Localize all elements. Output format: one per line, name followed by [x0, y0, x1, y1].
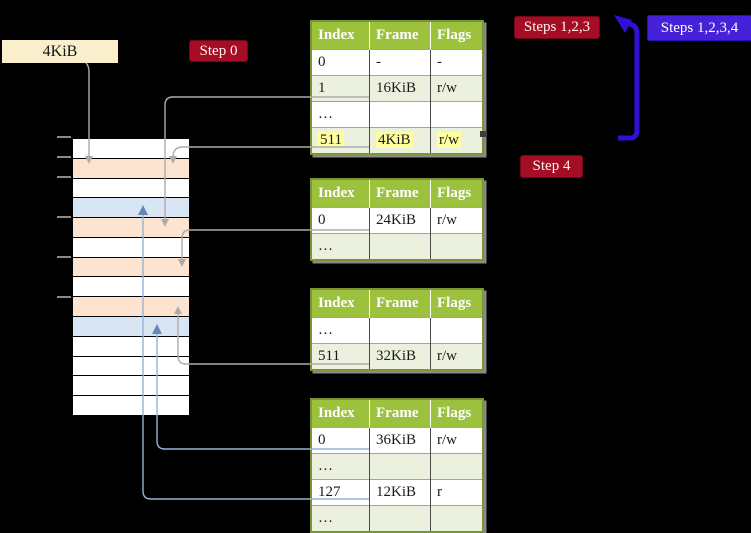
memory-row-9-mapped: [73, 317, 189, 337]
frame-size-label: 4KiB: [2, 40, 118, 63]
table-header-row: Index Frame Flags: [311, 21, 483, 50]
frame-cell: [369, 453, 431, 480]
table-row: …: [311, 317, 483, 344]
frame-cell: 32KiB: [369, 343, 431, 370]
table-row-highlighted: 511 4KiB r/w: [311, 127, 483, 154]
step0-badge: Step 0: [189, 40, 248, 62]
frame-cell: [369, 233, 431, 260]
highlight: r/w: [437, 132, 461, 148]
frame-cell: 36KiB: [369, 427, 431, 454]
table-row: 0 - -: [311, 49, 483, 76]
index-cell: …: [311, 233, 370, 260]
memory-row-4-pagetable: [73, 218, 189, 238]
frame-cell: [369, 505, 431, 532]
memory-row-0-free: [73, 139, 189, 159]
table-header-row: Index Frame Flags: [311, 179, 483, 208]
step4-badge: Step 4: [520, 155, 583, 178]
page-table-level-4: Index Frame Flags 0 36KiB r/w … 127 12Ki…: [310, 398, 484, 533]
flags-cell: [430, 453, 483, 480]
frame-cell: 16KiB: [369, 75, 431, 102]
memory-row-12-free: [73, 376, 189, 397]
frame-cell: [369, 317, 431, 344]
highlight: 511: [318, 132, 344, 148]
table-row: …: [311, 453, 483, 480]
highlight: 4KiB: [376, 132, 413, 148]
index-cell: 0: [311, 49, 370, 76]
memory-row-6-pagetable: [73, 257, 189, 278]
memory-row-2-free: [73, 178, 189, 199]
frame-cell: 4KiB: [369, 127, 431, 154]
address-tick: [57, 216, 71, 218]
index-cell: 127: [311, 479, 370, 506]
flags-cell: r: [430, 479, 483, 506]
flags-header: Flags: [430, 179, 483, 208]
address-tick: [57, 136, 71, 138]
flags-cell: [430, 233, 483, 260]
index-cell: 0: [311, 427, 370, 454]
flags-header: Flags: [430, 21, 483, 50]
memory-row-13-free: [73, 396, 189, 415]
flags-header: Flags: [430, 399, 483, 428]
table-row: 1 16KiB r/w: [311, 75, 483, 102]
memory-column: [72, 138, 190, 416]
frame-header: Frame: [369, 179, 431, 208]
page-table-level-top: Index Frame Flags 0 - - 1 16KiB r/w … 51…: [310, 20, 484, 155]
table-row: …: [311, 101, 483, 128]
flags-header: Flags: [430, 289, 483, 318]
index-cell: 511: [311, 127, 370, 154]
table-row: 511 32KiB r/w: [311, 343, 483, 370]
flags-cell: -: [430, 49, 483, 76]
frame-header: Frame: [369, 399, 431, 428]
flags-cell: r/w: [430, 343, 483, 370]
index-header: Index: [311, 179, 370, 208]
memory-row-1-pagetable: [73, 158, 189, 179]
page-table-level-3: Index Frame Flags … 511 32KiB r/w: [310, 288, 484, 371]
steps123-badge: Steps 1,2,3: [514, 16, 600, 39]
index-cell: 0: [311, 207, 370, 234]
flags-cell: r/w: [430, 427, 483, 454]
page-table-level-2: Index Frame Flags 0 24KiB r/w …: [310, 178, 484, 261]
flags-cell: [430, 505, 483, 532]
frame-cell: 12KiB: [369, 479, 431, 506]
table-row: 0 36KiB r/w: [311, 427, 483, 454]
memory-row-10-free: [73, 336, 189, 357]
frame-header: Frame: [369, 21, 431, 50]
flags-cell: [430, 101, 483, 128]
index-cell: …: [311, 317, 370, 344]
address-tick: [57, 256, 71, 258]
table-row: …: [311, 233, 483, 260]
steps1234-badge: Steps 1,2,3,4: [647, 15, 751, 41]
flags-cell: r/w: [430, 207, 483, 234]
memory-row-7-free: [73, 277, 189, 298]
index-cell: …: [311, 101, 370, 128]
index-cell: …: [311, 453, 370, 480]
memory-row-3-mapped: [73, 198, 189, 219]
table-row: 127 12KiB r: [311, 479, 483, 506]
flags-cell: r/w: [430, 75, 483, 102]
flags-cell: r/w: [430, 127, 483, 154]
table-row: 0 24KiB r/w: [311, 207, 483, 234]
memory-row-8-pagetable: [73, 297, 189, 318]
index-cell: 511: [311, 343, 370, 370]
table-header-row: Index Frame Flags: [311, 289, 483, 318]
address-tick: [57, 176, 71, 178]
address-tick: [57, 296, 71, 298]
flags-cell: [430, 317, 483, 344]
frame-header: Frame: [369, 289, 431, 318]
address-tick: [57, 156, 71, 158]
index-cell: …: [311, 505, 370, 532]
frame-cell: 24KiB: [369, 207, 431, 234]
table-row: …: [311, 505, 483, 532]
memory-row-11-free: [73, 356, 189, 377]
frame-cell: -: [369, 49, 431, 76]
index-header: Index: [311, 21, 370, 50]
loop-arrow: [618, 21, 640, 141]
loop-arrowhead-icon: [614, 15, 632, 33]
index-header: Index: [311, 399, 370, 428]
index-header: Index: [311, 289, 370, 318]
index-cell: 1: [311, 75, 370, 102]
table-header-row: Index Frame Flags: [311, 399, 483, 428]
frame-cell: [369, 101, 431, 128]
memory-row-5-free: [73, 237, 189, 258]
